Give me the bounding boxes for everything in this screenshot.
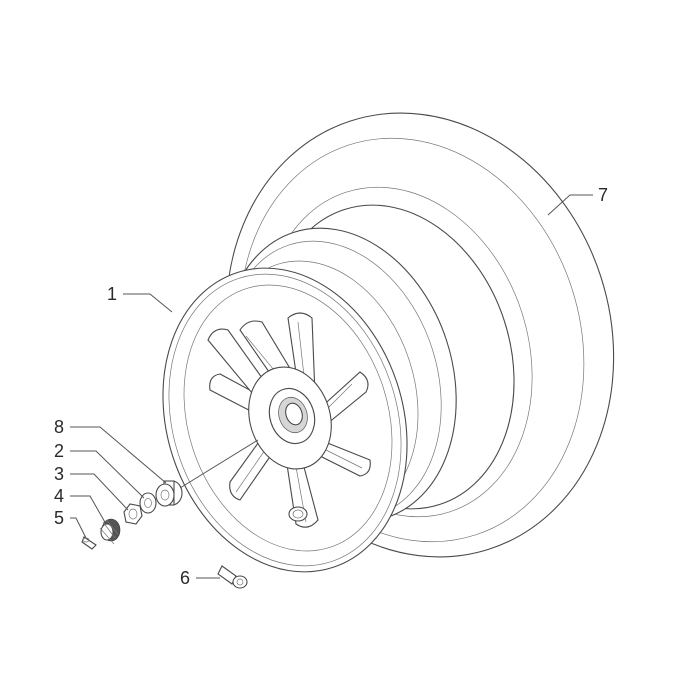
spacer-bushing <box>155 480 183 507</box>
wheel-rim <box>162 267 408 573</box>
callout-5: 5 <box>54 508 64 528</box>
callout-1: 1 <box>107 284 117 304</box>
callout-2: 2 <box>54 441 64 461</box>
callout-8: 8 <box>54 417 64 437</box>
valve-hole <box>288 506 308 522</box>
callout-labels: 1 8 2 3 4 5 6 7 <box>54 185 608 588</box>
wheel-hub <box>248 366 332 470</box>
cap-nut <box>99 518 121 545</box>
cotter-pin <box>81 536 97 550</box>
callout-3: 3 <box>54 464 64 484</box>
callout-7: 7 <box>598 185 608 205</box>
callout-6: 6 <box>180 568 190 588</box>
tyre-valve <box>217 565 248 589</box>
callout-4: 4 <box>54 486 64 506</box>
leader-lines <box>70 194 593 579</box>
nut <box>123 503 143 525</box>
